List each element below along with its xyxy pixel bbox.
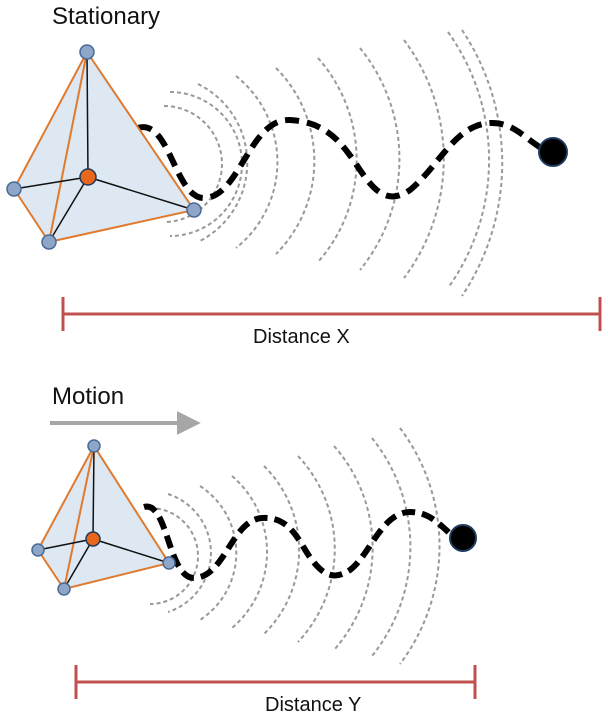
tetra-face xyxy=(36,444,171,591)
motion-title: Motion xyxy=(52,383,124,410)
center-node xyxy=(79,168,97,186)
vertex-node xyxy=(31,543,45,557)
motion-distance-label: Distance Y xyxy=(265,694,361,713)
stationary-trajectory xyxy=(137,116,550,201)
wave-arc xyxy=(333,445,374,651)
stationary-scale-bar xyxy=(61,297,602,331)
motion-wave-arcs xyxy=(149,427,441,665)
stationary-title: Stationary xyxy=(52,3,160,30)
stationary-target-ball xyxy=(538,137,568,167)
wave-arc xyxy=(359,47,401,271)
wave-arc xyxy=(231,475,268,629)
vertex-node xyxy=(87,439,101,453)
wave-arc xyxy=(403,39,445,279)
wave-arc xyxy=(163,105,223,223)
center-node xyxy=(85,531,101,547)
wave-arc xyxy=(297,455,336,643)
motion-tetrahedron xyxy=(31,439,176,596)
wave-arc xyxy=(235,75,279,249)
wave-arc xyxy=(263,465,301,635)
wave-arc xyxy=(275,67,316,255)
vertex-node xyxy=(57,582,71,596)
motion-scale-bar xyxy=(74,665,477,699)
wave-arc xyxy=(317,57,358,263)
wave-arc xyxy=(447,31,490,289)
wave-arc xyxy=(197,83,249,243)
vertex-node xyxy=(162,556,176,570)
wave-arc xyxy=(399,427,441,665)
stationary-tetrahedron xyxy=(6,44,202,250)
motion-target-ball xyxy=(449,524,477,552)
tetra-face xyxy=(12,50,196,244)
vertex-node xyxy=(79,44,95,60)
wave-arc xyxy=(167,493,212,613)
stationary-panel: Stationary xyxy=(6,3,602,348)
wave-arc xyxy=(371,437,412,657)
vertex-node xyxy=(6,181,22,197)
motion-panel: Motion xyxy=(31,383,477,713)
vertex-node xyxy=(186,202,202,218)
wave-arc xyxy=(461,29,504,297)
stationary-distance-label: Distance X xyxy=(253,326,350,348)
stationary-wave-arcs xyxy=(163,29,504,297)
wave-arc xyxy=(149,507,199,605)
wave-arc xyxy=(199,485,238,621)
motion-trajectory xyxy=(143,503,457,581)
vertex-node xyxy=(41,234,57,250)
